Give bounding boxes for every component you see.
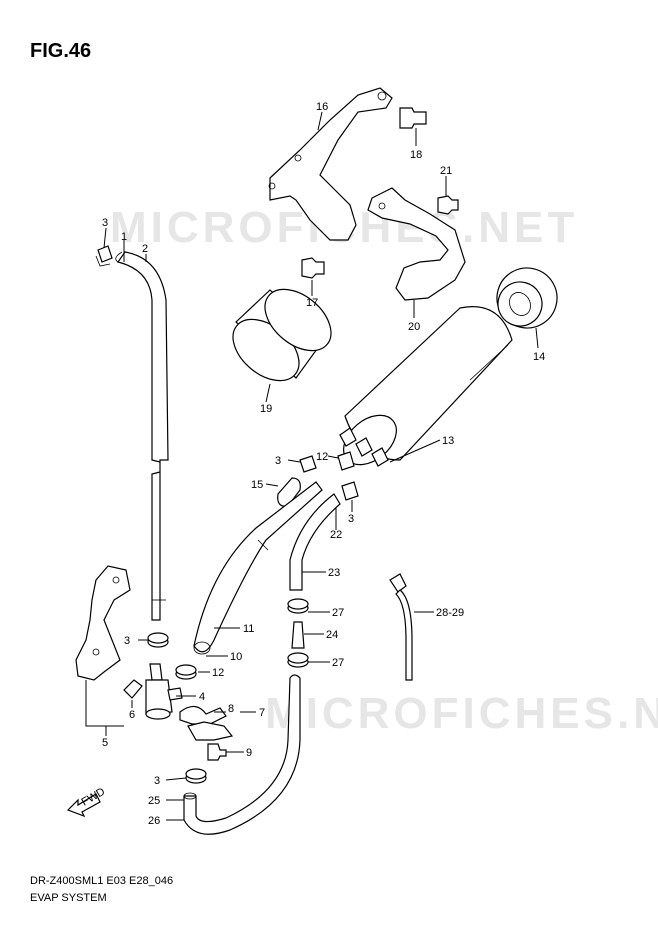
callout-5: 5 xyxy=(102,737,108,749)
callout-28-29: 28-29 xyxy=(436,607,464,619)
callout-12-upper: 12 xyxy=(316,451,328,463)
clip-6 xyxy=(123,679,143,699)
fwd-arrow: FWD xyxy=(66,786,107,818)
callout-6: 6 xyxy=(129,709,135,721)
callout-15: 15 xyxy=(251,479,263,491)
clamp-12-lower xyxy=(175,664,197,680)
hose-11 xyxy=(193,481,323,655)
bolt-18 xyxy=(399,107,427,129)
callout-3-left: 3 xyxy=(124,635,130,647)
bolt-17 xyxy=(301,257,325,279)
hose-15 xyxy=(277,477,301,507)
callout-17: 17 xyxy=(306,297,318,309)
callout-25: 25 xyxy=(148,795,160,807)
cushion-19 xyxy=(232,288,332,382)
figure-code: DR-Z400SML1 E03 E28_046 xyxy=(30,875,174,887)
hose-1-2 xyxy=(115,251,169,621)
callout-24: 24 xyxy=(326,629,338,641)
callout-4: 4 xyxy=(199,691,205,703)
callout-3-top: 3 xyxy=(102,217,108,229)
cap-14 xyxy=(496,267,558,329)
bolt-21 xyxy=(437,195,459,215)
canister-13 xyxy=(339,306,513,467)
bracket-5 xyxy=(75,565,131,681)
callout-16: 16 xyxy=(316,101,328,113)
callout-10: 10 xyxy=(230,651,242,663)
bracket-20 xyxy=(367,187,466,301)
callout-18: 18 xyxy=(410,149,422,161)
callout-19: 19 xyxy=(260,403,272,415)
callout-2: 2 xyxy=(142,243,148,255)
callout-3-upper: 3 xyxy=(275,455,281,467)
tie-28-29 xyxy=(389,573,413,681)
clamp-12-upper xyxy=(337,451,355,471)
joint-24 xyxy=(291,621,305,649)
leader-lines xyxy=(85,111,539,821)
callout-3-bottom: 3 xyxy=(154,775,160,787)
callout-20: 20 xyxy=(408,321,420,333)
callout-9: 9 xyxy=(246,747,252,759)
callout-7: 7 xyxy=(259,707,265,719)
figure-title: FIG.46 xyxy=(30,40,92,62)
figure-name: EVAP SYSTEM xyxy=(30,892,107,904)
hose-25-26 xyxy=(183,674,301,835)
clamp-27-lower xyxy=(287,652,309,668)
callout-14: 14 xyxy=(533,351,545,363)
callout-21: 21 xyxy=(440,165,452,177)
clamp-3-top xyxy=(95,245,113,267)
clamp-3-upper xyxy=(299,455,317,473)
bracket-16 xyxy=(268,87,393,241)
callout-1: 1 xyxy=(121,231,127,243)
callout-27-upper: 27 xyxy=(332,607,344,619)
bolt-9 xyxy=(207,743,227,761)
callout-23: 23 xyxy=(328,567,340,579)
callout-13: 13 xyxy=(442,435,454,447)
clamp-3-mid xyxy=(341,481,359,501)
callout-27-lower: 27 xyxy=(332,657,344,669)
clamp-7-8 xyxy=(179,705,234,741)
callout-12-lower: 12 xyxy=(212,667,224,679)
clamp-27-upper xyxy=(287,598,309,614)
callout-3-mid: 3 xyxy=(348,513,354,525)
valve-4 xyxy=(145,663,183,720)
clamp-3-left xyxy=(147,632,169,648)
callout-26: 26 xyxy=(148,815,160,827)
callout-11: 11 xyxy=(243,623,254,635)
hose-22-23 xyxy=(289,493,341,591)
watermark-bottom: MICROFICHES.NET xyxy=(265,689,658,738)
callout-22: 22 xyxy=(330,529,342,541)
clamp-3-bottom xyxy=(185,768,207,784)
callout-8: 8 xyxy=(228,703,234,715)
